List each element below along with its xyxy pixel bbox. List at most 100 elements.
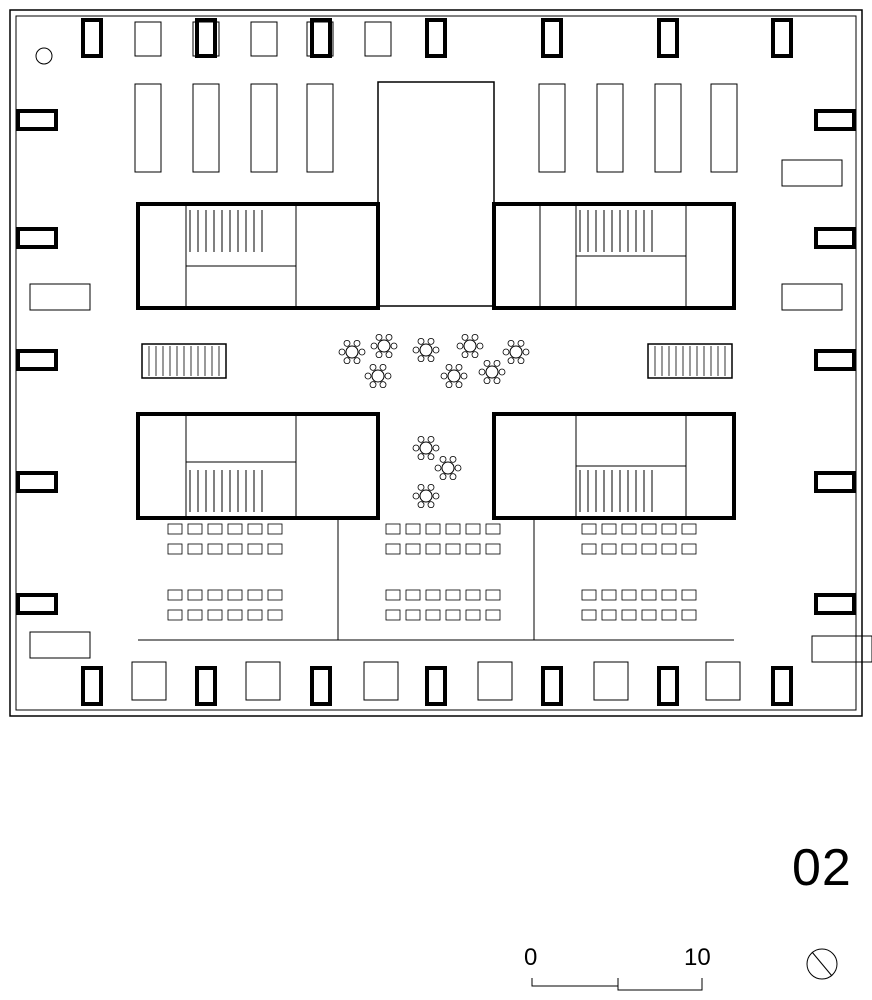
shelf xyxy=(538,83,566,173)
round-table xyxy=(485,365,499,379)
chair xyxy=(445,381,453,389)
chair xyxy=(493,377,501,385)
desk xyxy=(385,589,401,601)
chair xyxy=(412,492,420,500)
chair xyxy=(432,346,440,354)
chair xyxy=(517,339,525,347)
chair xyxy=(390,342,398,350)
chair xyxy=(343,339,351,347)
column xyxy=(657,666,679,706)
desk xyxy=(267,523,283,535)
column xyxy=(814,593,856,615)
chair xyxy=(456,342,464,350)
column xyxy=(195,666,217,706)
desk xyxy=(465,523,481,535)
round-table xyxy=(377,339,391,353)
desk xyxy=(207,609,223,621)
chair xyxy=(502,348,510,356)
chair xyxy=(432,444,440,452)
chair xyxy=(375,351,383,359)
chair xyxy=(379,381,387,389)
desk xyxy=(187,609,203,621)
desk xyxy=(405,543,421,555)
shelf xyxy=(192,21,220,57)
desk xyxy=(425,589,441,601)
meeting-table xyxy=(781,283,843,311)
meeting-table xyxy=(29,631,91,659)
desk xyxy=(621,589,637,601)
chair xyxy=(364,372,372,380)
core-south-west xyxy=(136,412,380,520)
round-table xyxy=(463,339,477,353)
chair xyxy=(370,342,378,350)
shelf xyxy=(250,83,278,173)
shelf xyxy=(654,83,682,173)
furniture xyxy=(29,47,872,701)
structural-columns xyxy=(16,18,856,706)
desk xyxy=(267,609,283,621)
desk xyxy=(581,589,597,601)
chair xyxy=(483,377,491,385)
desk xyxy=(681,523,697,535)
chair xyxy=(384,372,392,380)
chair xyxy=(343,357,351,365)
desk xyxy=(601,589,617,601)
chair xyxy=(478,368,486,376)
shelf xyxy=(306,83,334,173)
column xyxy=(814,227,856,249)
chair xyxy=(417,355,425,363)
building-outline xyxy=(9,9,863,717)
chair xyxy=(427,435,435,443)
chair xyxy=(522,348,530,356)
shelf xyxy=(596,83,624,173)
desk xyxy=(247,523,263,535)
desk xyxy=(681,589,697,601)
meeting-table xyxy=(593,661,629,701)
chair xyxy=(493,359,501,367)
chair xyxy=(379,363,387,371)
chair xyxy=(417,483,425,491)
column xyxy=(195,18,217,58)
chair xyxy=(427,337,435,345)
desk xyxy=(641,589,657,601)
round-table xyxy=(419,441,433,455)
shelf xyxy=(134,21,162,57)
chair xyxy=(434,464,442,472)
desk xyxy=(601,543,617,555)
meeting-table xyxy=(477,661,513,701)
desk xyxy=(465,609,481,621)
desk xyxy=(601,609,617,621)
desk xyxy=(581,609,597,621)
chair xyxy=(412,346,420,354)
desk xyxy=(167,523,183,535)
chair xyxy=(517,357,525,365)
desk xyxy=(485,609,501,621)
chair xyxy=(440,372,448,380)
desk xyxy=(445,523,461,535)
desk xyxy=(445,589,461,601)
chair xyxy=(455,381,463,389)
chair xyxy=(449,473,457,481)
chair xyxy=(461,351,469,359)
column xyxy=(81,666,103,706)
chair xyxy=(476,342,484,350)
north-arrow-icon xyxy=(806,948,838,980)
column xyxy=(771,666,793,706)
column xyxy=(16,471,58,493)
column xyxy=(814,109,856,131)
shelf xyxy=(134,83,162,173)
chair xyxy=(358,348,366,356)
desk xyxy=(641,523,657,535)
desk xyxy=(167,609,183,621)
desk xyxy=(247,543,263,555)
desk xyxy=(247,589,263,601)
chair xyxy=(417,337,425,345)
desk xyxy=(247,609,263,621)
shelf xyxy=(306,21,334,57)
column xyxy=(425,18,447,58)
column xyxy=(657,18,679,58)
chair xyxy=(427,483,435,491)
scale-start-label: 0 xyxy=(524,944,538,971)
desk xyxy=(267,543,283,555)
